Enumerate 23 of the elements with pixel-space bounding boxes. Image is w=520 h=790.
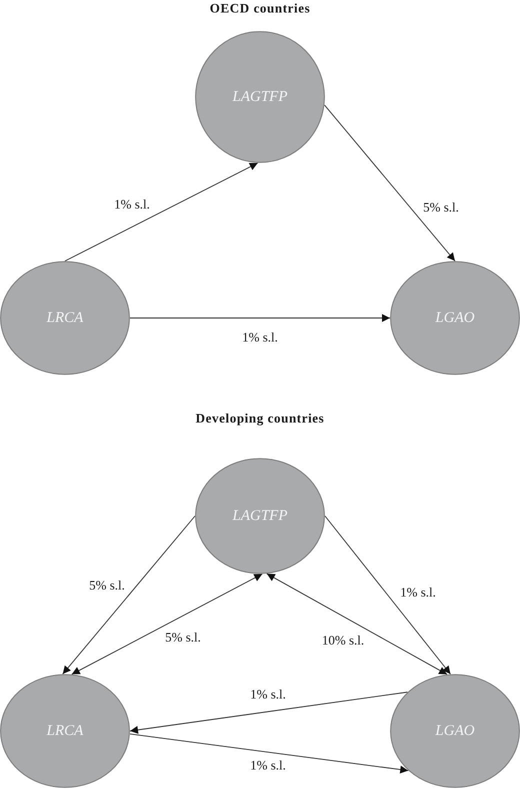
variable-name: LGAO xyxy=(435,722,475,740)
ellipse-node xyxy=(195,31,325,163)
panel-heading: OECD countries xyxy=(210,2,310,16)
arrow xyxy=(130,314,390,322)
arrow xyxy=(266,573,448,675)
arrow xyxy=(71,574,263,675)
arrow xyxy=(324,516,451,675)
arrow xyxy=(130,692,408,734)
ellipse-node xyxy=(390,674,520,788)
ellipse-node xyxy=(0,261,130,375)
variable-name: LGAO xyxy=(435,310,475,326)
ellipse-node xyxy=(0,674,130,788)
arrow xyxy=(64,162,258,262)
ellipse-node xyxy=(195,458,325,574)
variable-name: LAGTFP xyxy=(232,508,288,524)
variable-name: LAGTFP xyxy=(232,88,288,106)
variable-name: LRCA xyxy=(46,310,84,326)
arrow xyxy=(62,516,196,674)
arrow xyxy=(324,104,456,262)
panel-heading: Developing countries xyxy=(196,412,324,426)
variable-name: LRCA xyxy=(46,722,84,740)
arrow xyxy=(129,734,409,774)
ellipse-node xyxy=(390,261,520,375)
